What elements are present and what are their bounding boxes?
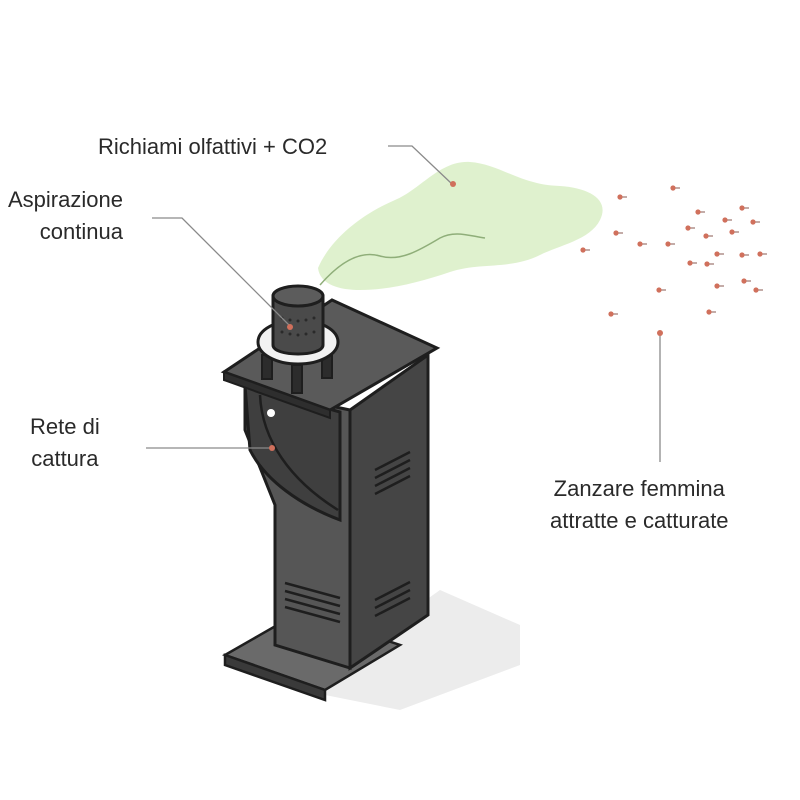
trap-base-front bbox=[223, 653, 327, 702]
net-indicator-light bbox=[267, 409, 275, 417]
mosquito-icon bbox=[741, 278, 751, 284]
trap-top-plate-edge bbox=[223, 370, 331, 420]
mosquito-icon bbox=[656, 287, 666, 293]
suction-cylinder-top bbox=[271, 284, 325, 308]
mosquito-icon bbox=[665, 241, 675, 247]
label-continuous-suction: Aspirazione continua bbox=[8, 187, 123, 244]
label-olfactory-lures: Richiami olfattivi + CO2 bbox=[98, 134, 328, 159]
leader-lures bbox=[388, 145, 453, 185]
mosquito-icon bbox=[750, 219, 760, 225]
leader-dots bbox=[269, 181, 663, 451]
mosquito-icon bbox=[637, 241, 647, 247]
mosquito-icon bbox=[685, 225, 695, 231]
right-vents bbox=[374, 450, 411, 618]
mosquito-icon bbox=[580, 247, 590, 253]
mosquito-icon bbox=[687, 260, 697, 266]
mosquito-icon bbox=[670, 185, 680, 191]
net-inner-curve bbox=[258, 394, 339, 512]
label-capture-net: Rete di cattura bbox=[30, 414, 100, 471]
cylinder-holes bbox=[280, 316, 316, 337]
mosquito-icon bbox=[753, 287, 763, 293]
floor-shadow bbox=[300, 590, 520, 710]
mosquito-icon bbox=[722, 217, 732, 223]
capture-net-panel bbox=[243, 382, 342, 523]
leader-lines bbox=[146, 145, 661, 462]
leader-suction bbox=[152, 217, 291, 327]
suction-cylinder bbox=[271, 294, 325, 356]
mosquito-icon bbox=[739, 252, 749, 258]
mosquito-icon bbox=[714, 251, 724, 257]
mosquito-icon bbox=[739, 205, 749, 211]
mosquito-icon bbox=[704, 261, 714, 267]
mosquito-icon bbox=[714, 283, 724, 289]
mosquito-icon bbox=[757, 251, 767, 257]
mosquito-swarm bbox=[580, 185, 767, 317]
mosquito-icon bbox=[703, 233, 713, 239]
mosquito-icon bbox=[729, 229, 739, 235]
scent-wisp bbox=[319, 233, 486, 286]
mosquito-icon bbox=[617, 194, 627, 200]
left-vents bbox=[284, 581, 341, 624]
trap-body-right bbox=[348, 352, 430, 671]
mosquito-icon bbox=[608, 311, 618, 317]
scent-cloud bbox=[318, 161, 603, 290]
mosquito-icon bbox=[695, 209, 705, 215]
label-female-mosquitoes: Zanzare femmina attratte e catturate bbox=[550, 476, 729, 533]
mosquito-icon bbox=[706, 309, 716, 315]
mosquito-icon bbox=[613, 230, 623, 236]
